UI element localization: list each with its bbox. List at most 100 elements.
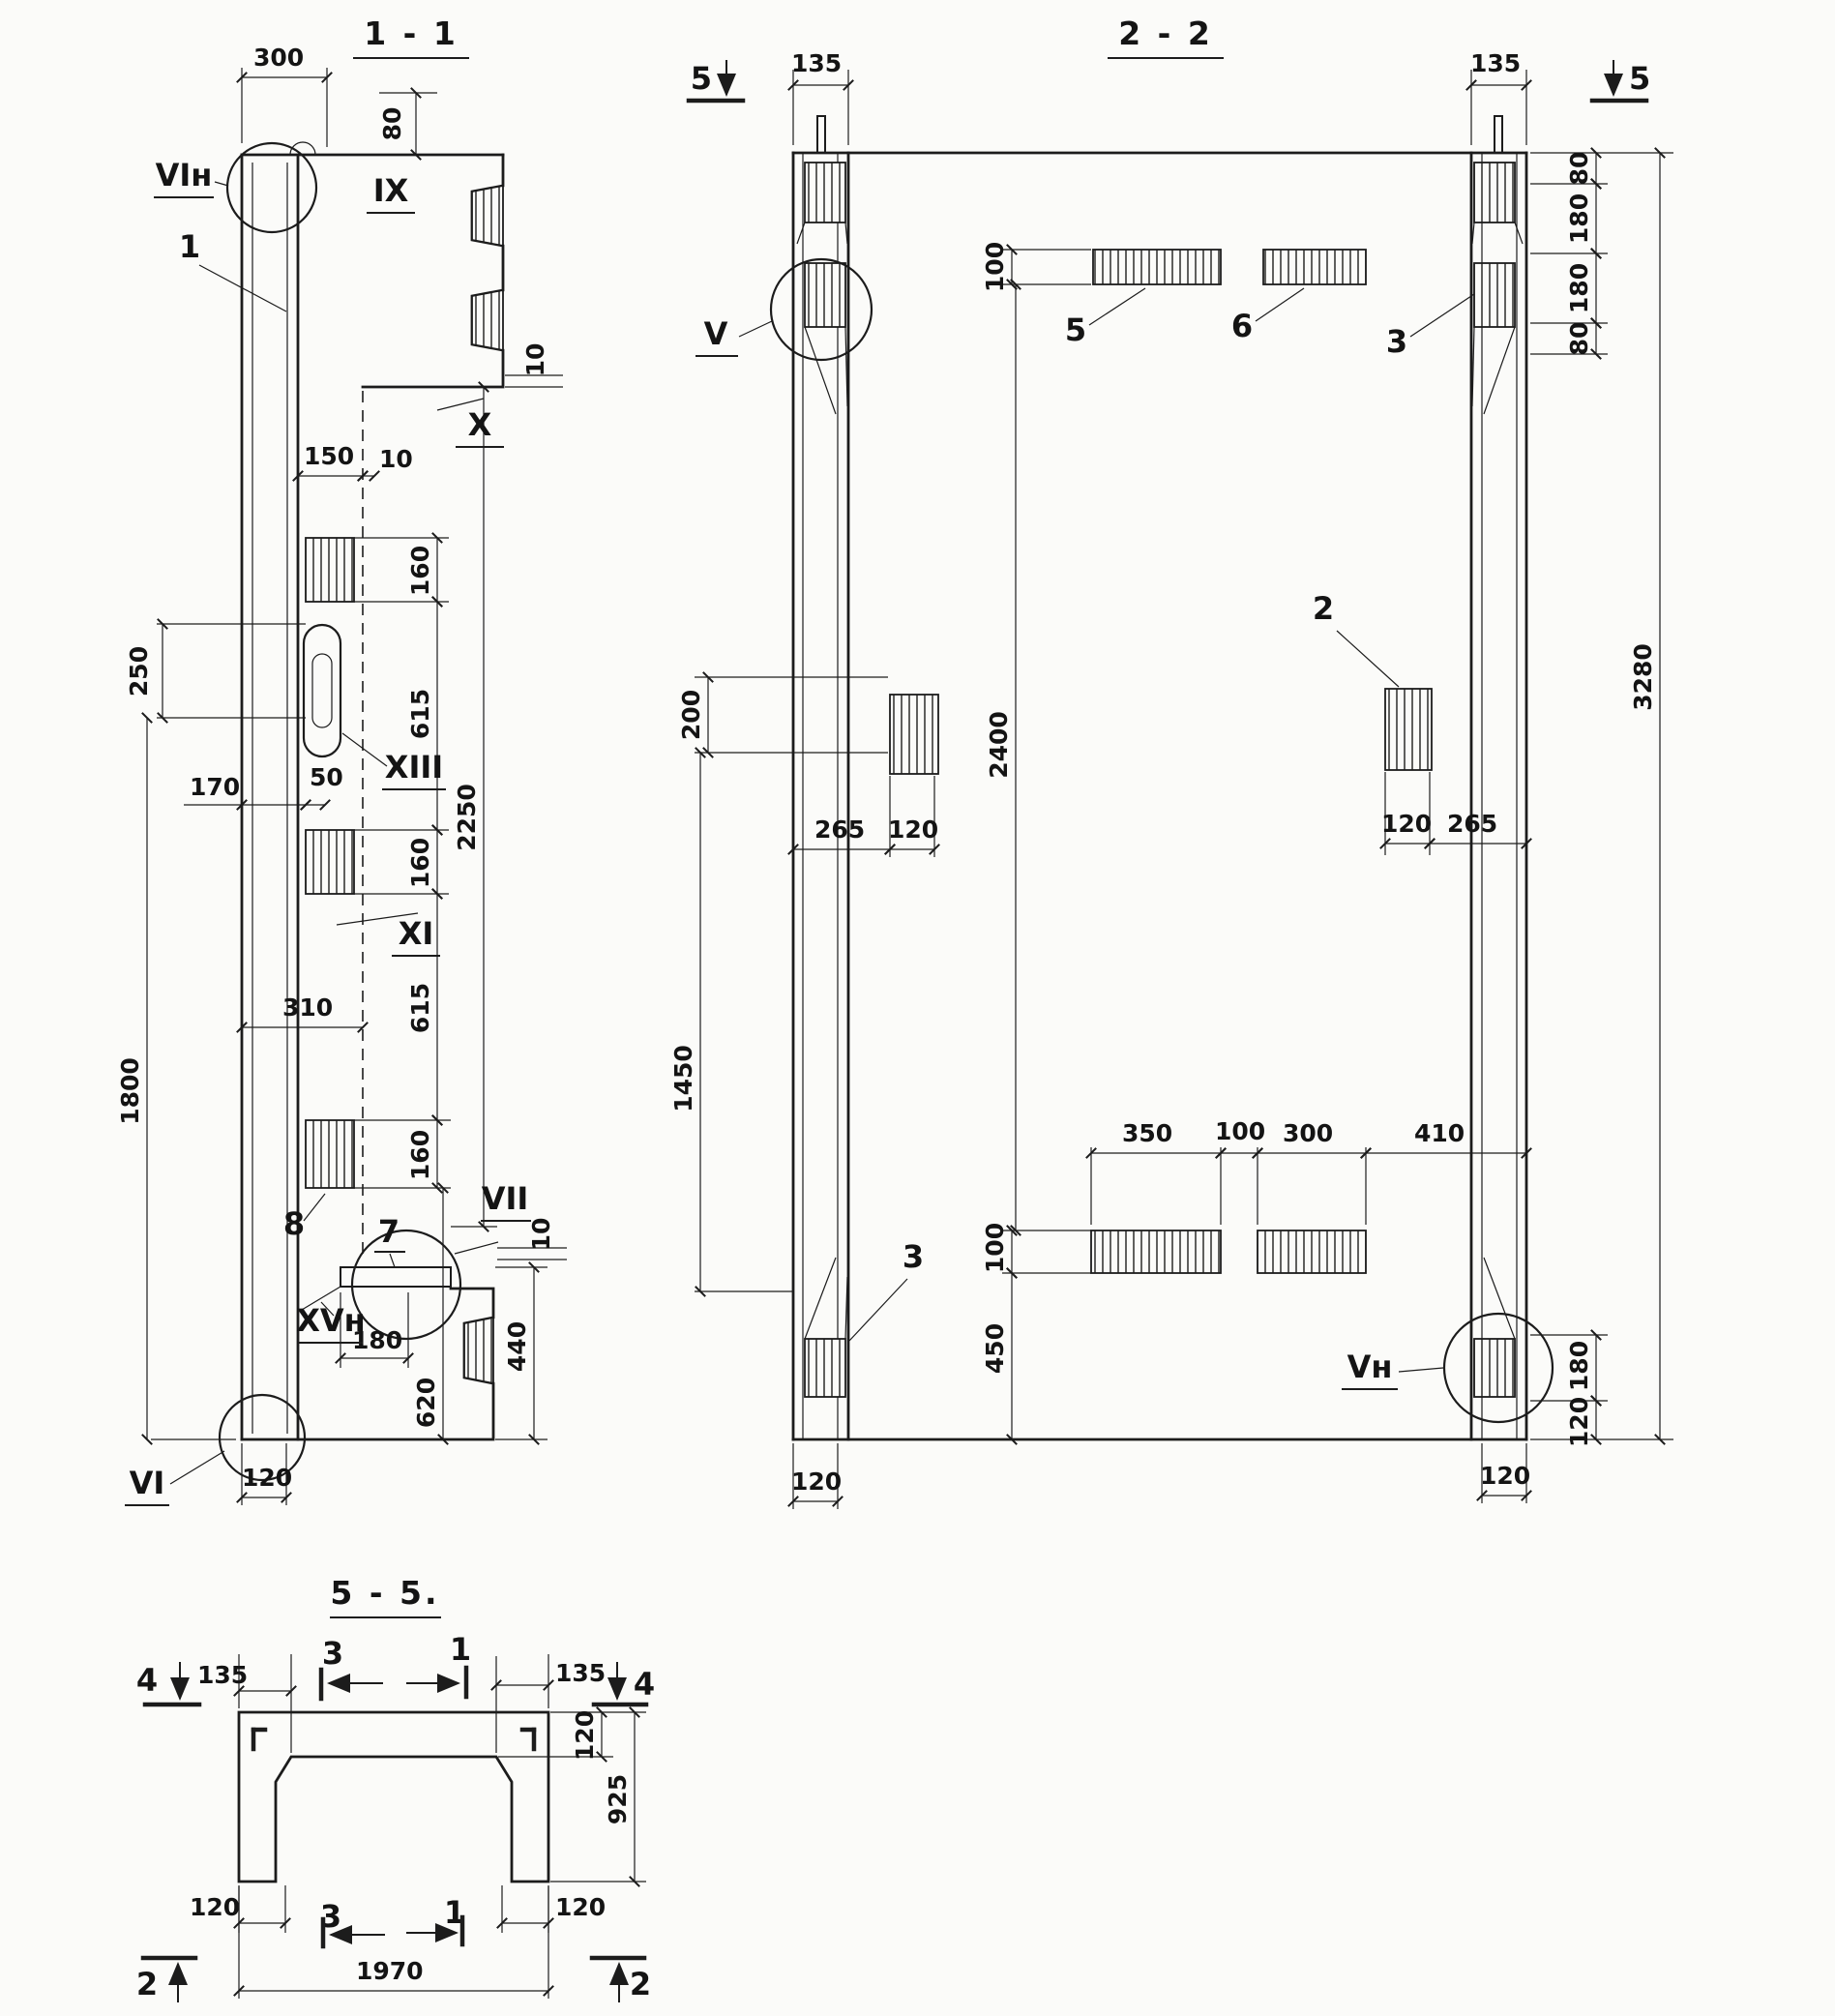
- anchor-bar-5: [1092, 249, 1222, 285]
- dim-160-c: 160: [406, 1130, 434, 1180]
- dim-440: 440: [503, 1321, 531, 1372]
- dim-180-a: 180: [1565, 193, 1593, 244]
- label-v: V: [704, 315, 728, 352]
- label-vi-n: VIн: [156, 157, 213, 193]
- label-x: X: [468, 406, 492, 443]
- label-ix: IX: [373, 172, 409, 209]
- left-rib-insert-1: [804, 162, 846, 223]
- channel-outline: [237, 1710, 550, 1883]
- dim-1450: 1450: [669, 1045, 697, 1112]
- dim-170: 170: [190, 773, 240, 801]
- dim-150: 150: [304, 442, 354, 470]
- label-v-n: Vн: [1347, 1349, 1393, 1385]
- dim-120: 120: [242, 1464, 292, 1492]
- panel-profile-outline: [240, 141, 505, 1441]
- bottom-key: [463, 1316, 494, 1385]
- cut-mark-5-right: 5: [1629, 60, 1650, 97]
- section-1-1-title: 1 - 1: [364, 15, 459, 52]
- section-1-1-dimensions: 300 80 10 150 10 160 615 160 615 160 225: [116, 44, 567, 1505]
- panel-elevation-outline: [791, 115, 1528, 1441]
- dim-615-b: 615: [406, 983, 434, 1033]
- label-part-1: 1: [179, 228, 200, 265]
- lifting-slot: [302, 623, 342, 758]
- dim-2250: 2250: [453, 784, 481, 851]
- section-2-2-view: 2 - 2: [669, 15, 1673, 1509]
- dim-410: 410: [1414, 1119, 1465, 1147]
- dim-120-bottom-left: 120: [791, 1468, 842, 1496]
- top-key-2: [471, 288, 504, 352]
- dim-120-right: 120: [1381, 810, 1432, 838]
- anchor-bar-bottom-right: [1257, 1230, 1367, 1274]
- dim-135-right: 135: [555, 1659, 606, 1687]
- left-rib-insert-3: [804, 1338, 846, 1398]
- embed-square-right: [1384, 688, 1433, 771]
- cut-mark-2-right: 2: [630, 1966, 651, 2002]
- dim-1970: 1970: [356, 1957, 424, 1985]
- lifting-loop: [289, 141, 316, 156]
- dim-160-a: 160: [406, 546, 434, 596]
- cut-mark-1-top: 1: [450, 1631, 471, 1668]
- cut-mark-1-bottom: 1: [444, 1894, 465, 1931]
- cut-mark-4-right: 4: [634, 1666, 655, 1703]
- node-circle-vi: [218, 1393, 307, 1482]
- embed-square-left: [889, 694, 939, 775]
- dim-120-bottom-right: 120: [555, 1893, 606, 1921]
- label-part-3-top: 3: [1386, 323, 1407, 360]
- dim-135-left: 135: [791, 49, 842, 77]
- right-rib-insert-2: [1473, 262, 1516, 328]
- dim-120-slab: 120: [571, 1710, 599, 1761]
- label-part-7: 7: [378, 1213, 400, 1250]
- label-part-3-bottom: 3: [903, 1238, 924, 1275]
- dim-50: 50: [310, 763, 343, 791]
- section-2-2-title: 2 - 2: [1118, 15, 1213, 52]
- dim-100-bottom: 100: [981, 1223, 1009, 1273]
- dim-100-top: 100: [981, 242, 1009, 292]
- label-part-8: 8: [283, 1205, 305, 1242]
- label-part-2: 2: [1313, 590, 1334, 627]
- right-rib-insert-1: [1473, 162, 1516, 223]
- dim-200: 200: [677, 690, 705, 740]
- dim-180-b: 180: [1565, 263, 1593, 313]
- section-5-5-dimensions: 3 1 4 4 135 135 120 925 120: [136, 1631, 655, 2002]
- dim-925: 925: [604, 1774, 632, 1824]
- anchor-bar-6: [1262, 249, 1367, 285]
- dim-120-c: 120: [1565, 1397, 1593, 1447]
- section-5-5-title: 5 - 5.: [330, 1574, 439, 1612]
- dim-620: 620: [412, 1378, 440, 1428]
- section-1-1-labels: VIн 1 IX X XIII XI 8 7 VII XVн VI: [125, 157, 531, 1506]
- label-vii: VII: [482, 1180, 529, 1217]
- dim-80-a: 80: [1565, 152, 1593, 186]
- dim-10-top: 10: [521, 343, 549, 377]
- dim-135-right: 135: [1470, 49, 1521, 77]
- section-2-2-labels: V 5 6 3 2 3 Vн: [696, 287, 1475, 1390]
- label-part-5: 5: [1065, 311, 1086, 348]
- dim-100-mid: 100: [1215, 1117, 1265, 1145]
- dim-350: 350: [1122, 1119, 1172, 1147]
- left-rib-insert-2: [804, 262, 846, 328]
- section-2-2-dimensions: 5 5 135 135 80 180 180 80 3280 100: [669, 49, 1673, 1509]
- dim-180: 180: [352, 1326, 402, 1354]
- node-circle-v: [769, 257, 873, 362]
- rib-inserts: [796, 162, 1524, 1398]
- node-circle-xv-n: [350, 1229, 462, 1341]
- label-vi: VI: [130, 1465, 165, 1501]
- cut-mark-5-left: 5: [691, 60, 712, 97]
- cut-mark-4-left: 4: [136, 1662, 158, 1699]
- dim-300: 300: [253, 44, 304, 72]
- dim-160-b: 160: [406, 838, 434, 888]
- dim-450: 450: [981, 1323, 1009, 1374]
- dim-10-b: 10: [379, 445, 413, 473]
- dim-120-bottom-left: 120: [190, 1893, 240, 1921]
- dim-135-left: 135: [197, 1661, 248, 1689]
- corner-plate-detail: [340, 1266, 452, 1290]
- dim-250: 250: [125, 646, 153, 697]
- dim-10-c: 10: [527, 1218, 555, 1252]
- embed-plate-top: [305, 537, 355, 603]
- dim-120-left: 120: [888, 815, 938, 844]
- embed-plate-bottom: [305, 1119, 355, 1189]
- dim-1800: 1800: [116, 1057, 144, 1125]
- anchor-bars: [889, 249, 1433, 1274]
- section-1-1-view: 1 - 1 300: [116, 15, 567, 1506]
